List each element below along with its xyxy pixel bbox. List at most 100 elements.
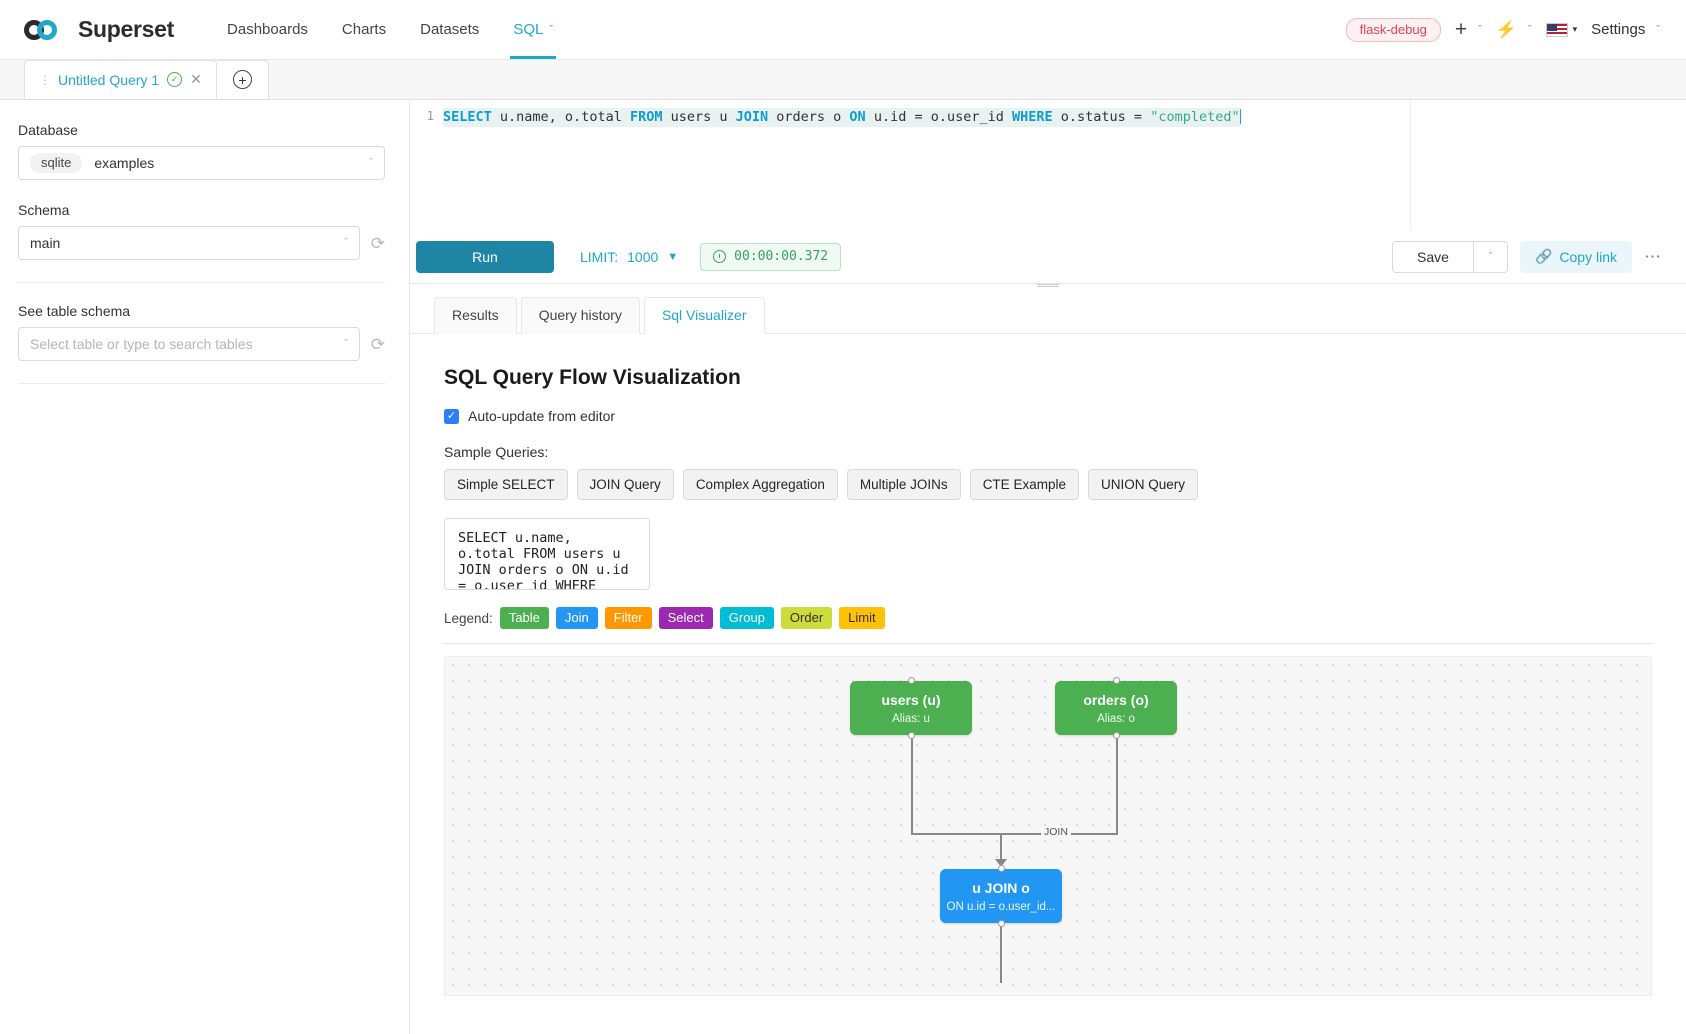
query-flow-canvas[interactable]: JOIN users (u) Alias: u orders (o) Alias… bbox=[444, 656, 1652, 996]
sample-button-simple-select[interactable]: Simple SELECT bbox=[444, 469, 568, 500]
legend-divider bbox=[444, 643, 1652, 644]
close-icon[interactable]: ✕ bbox=[190, 71, 202, 87]
edge-label-join: JOIN bbox=[1041, 826, 1071, 838]
brand-name: Superset bbox=[78, 16, 175, 42]
tab-sql-visualizer[interactable]: Sql Visualizer bbox=[643, 297, 765, 334]
nav-link-label: Charts bbox=[341, 21, 387, 38]
sample-button-multiple-joins[interactable]: Multiple JOINs bbox=[846, 469, 961, 500]
save-dropdown-button[interactable]: ˇ bbox=[1473, 240, 1508, 273]
editor-code-area[interactable]: SELECT u.name, o.total FROM users u JOIN… bbox=[443, 108, 1686, 230]
flask-debug-badge[interactable]: flask-debug bbox=[1345, 17, 1441, 42]
toolbar-right: Save ˇ 🔗 Copy link ⋯ bbox=[1392, 240, 1662, 273]
superset-logo[interactable]: Superset bbox=[24, 16, 174, 43]
nav-link-datasets[interactable]: Datasets bbox=[403, 0, 496, 59]
legend-chip-group: Group bbox=[719, 607, 774, 629]
node-handle-top[interactable] bbox=[907, 677, 915, 684]
run-button[interactable]: Run bbox=[416, 240, 554, 273]
node-handle-top[interactable] bbox=[1112, 677, 1120, 684]
editor-gutter: 1 bbox=[410, 108, 443, 230]
text-cursor bbox=[1239, 109, 1242, 124]
limit-label: LIMIT: bbox=[580, 248, 619, 265]
legend-chip-order: Order bbox=[780, 607, 833, 629]
new-item-button[interactable]: + ˇ bbox=[1455, 19, 1482, 40]
result-tabs: Results Query history Sql Visualizer bbox=[410, 284, 1686, 334]
chevron-down-icon: ˇ bbox=[344, 338, 348, 350]
save-group: Save ˇ bbox=[1392, 240, 1508, 273]
edge-arrowhead bbox=[995, 859, 1007, 867]
sql-editor[interactable]: 1 SELECT u.name, o.total FROM users u JO… bbox=[410, 100, 1686, 230]
add-query-tab-button[interactable]: + bbox=[216, 60, 269, 99]
sample-button-union-query[interactable]: UNION Query bbox=[1087, 469, 1198, 500]
node-handle-top[interactable] bbox=[997, 865, 1005, 872]
node-orders[interactable]: orders (o) Alias: o bbox=[1055, 677, 1177, 739]
sample-queries-row: Simple SELECT JOIN Query Complex Aggrega… bbox=[444, 469, 1662, 500]
refresh-tables-icon[interactable]: ⟳ bbox=[370, 334, 385, 354]
auto-update-label: Auto-update from editor bbox=[468, 408, 616, 424]
link-icon: 🔗 bbox=[1534, 248, 1553, 264]
copy-link-button[interactable]: 🔗 Copy link bbox=[1519, 240, 1632, 273]
sql-code-line: SELECT u.name, o.total FROM users u JOIN… bbox=[443, 108, 1240, 127]
settings-menu[interactable]: Settings ˇ bbox=[1591, 21, 1660, 38]
legend: Legend: Table Join Filter Select Group O… bbox=[444, 607, 1652, 629]
nav-link-label: Dashboards bbox=[227, 21, 308, 38]
main-split: Database sqlite examples ˇ Schema main ˇ… bbox=[0, 100, 1686, 1034]
node-subtitle: Alias: o bbox=[1097, 712, 1135, 725]
limit-value: 1000 bbox=[627, 248, 659, 265]
query-tab-untitled-query-1[interactable]: ⋮ Untitled Query 1 ✓ ✕ bbox=[24, 60, 217, 99]
tab-results[interactable]: Results bbox=[434, 297, 517, 334]
node-handle-bottom[interactable] bbox=[1112, 732, 1120, 739]
table-row: Select table or type to search tables ˇ … bbox=[18, 327, 385, 361]
auto-update-row: ✓ Auto-update from editor bbox=[444, 408, 1662, 424]
legend-chip-filter: Filter bbox=[604, 607, 652, 629]
database-select[interactable]: sqlite examples ˇ bbox=[18, 146, 385, 180]
edge-users-to-join bbox=[911, 735, 913, 833]
node-handle-bottom[interactable] bbox=[907, 732, 915, 739]
auto-update-checkbox[interactable]: ✓ bbox=[444, 408, 459, 424]
top-navbar: Superset Dashboards Charts Datasets SQL … bbox=[0, 0, 1686, 60]
nav-link-label: SQL bbox=[513, 21, 544, 38]
sql-input-textarea[interactable] bbox=[444, 518, 650, 590]
legend-chip-limit: Limit bbox=[839, 607, 885, 629]
line-number: 1 bbox=[426, 108, 434, 123]
plus-circle-icon: + bbox=[232, 70, 252, 89]
schema-row: main ˇ ⟳ bbox=[18, 226, 385, 260]
database-value: examples bbox=[94, 155, 155, 171]
drag-grip-icon[interactable]: ⋮ bbox=[39, 72, 51, 87]
nav-link-sql[interactable]: SQL ˇ bbox=[496, 0, 570, 59]
refresh-schema-icon[interactable]: ⟳ bbox=[370, 233, 385, 253]
nav-link-dashboards[interactable]: Dashboards bbox=[210, 0, 325, 59]
database-label: Database bbox=[18, 122, 78, 138]
sample-button-join-query[interactable]: JOIN Query bbox=[576, 469, 674, 500]
sample-queries-label: Sample Queries: bbox=[444, 444, 549, 460]
table-schema-label: See table schema bbox=[18, 303, 131, 319]
nav-link-charts[interactable]: Charts bbox=[325, 0, 403, 59]
query-timer: 00:00:00.372 bbox=[700, 242, 842, 271]
resize-handle[interactable] bbox=[1037, 284, 1059, 287]
node-users[interactable]: users (u) Alias: u bbox=[850, 677, 972, 739]
edge-users-to-join-h bbox=[911, 833, 1000, 835]
us-flag-icon bbox=[1545, 22, 1568, 37]
language-button[interactable]: ▾ bbox=[1545, 22, 1578, 37]
page-title: SQL Query Flow Visualization bbox=[444, 366, 741, 389]
node-title: orders (o) bbox=[1083, 691, 1149, 708]
query-tab-label: Untitled Query 1 bbox=[58, 71, 160, 88]
node-handle-bottom[interactable] bbox=[997, 920, 1005, 927]
limit-dropdown[interactable]: LIMIT: 1000 ▼ bbox=[580, 249, 678, 265]
node-join[interactable]: u JOIN o ON u.id = o.user_id... bbox=[940, 865, 1062, 927]
schema-value: main bbox=[30, 235, 61, 251]
sql-editor-wrap: 1 SELECT u.name, o.total FROM users u JO… bbox=[410, 100, 1686, 230]
tab-query-history[interactable]: Query history bbox=[520, 297, 640, 334]
sample-button-complex-aggregation[interactable]: Complex Aggregation bbox=[682, 469, 838, 500]
save-button[interactable]: Save bbox=[1392, 240, 1474, 273]
panel-divider-2 bbox=[18, 383, 385, 384]
sample-button-cte-example[interactable]: CTE Example bbox=[969, 469, 1079, 500]
chevron-down-icon: ˇ bbox=[369, 157, 373, 169]
chevron-down-icon: ˇ bbox=[549, 23, 553, 36]
copy-link-label: Copy link bbox=[1559, 248, 1617, 265]
nav-link-label: Datasets bbox=[420, 21, 480, 38]
schema-select[interactable]: main ˇ bbox=[18, 226, 360, 260]
alerts-button[interactable]: ⚡ ˇ bbox=[1496, 21, 1532, 38]
table-select[interactable]: Select table or type to search tables ˇ bbox=[18, 327, 360, 361]
more-options-icon[interactable]: ⋯ bbox=[1644, 246, 1662, 266]
caret-down-icon: ▾ bbox=[1572, 24, 1578, 34]
